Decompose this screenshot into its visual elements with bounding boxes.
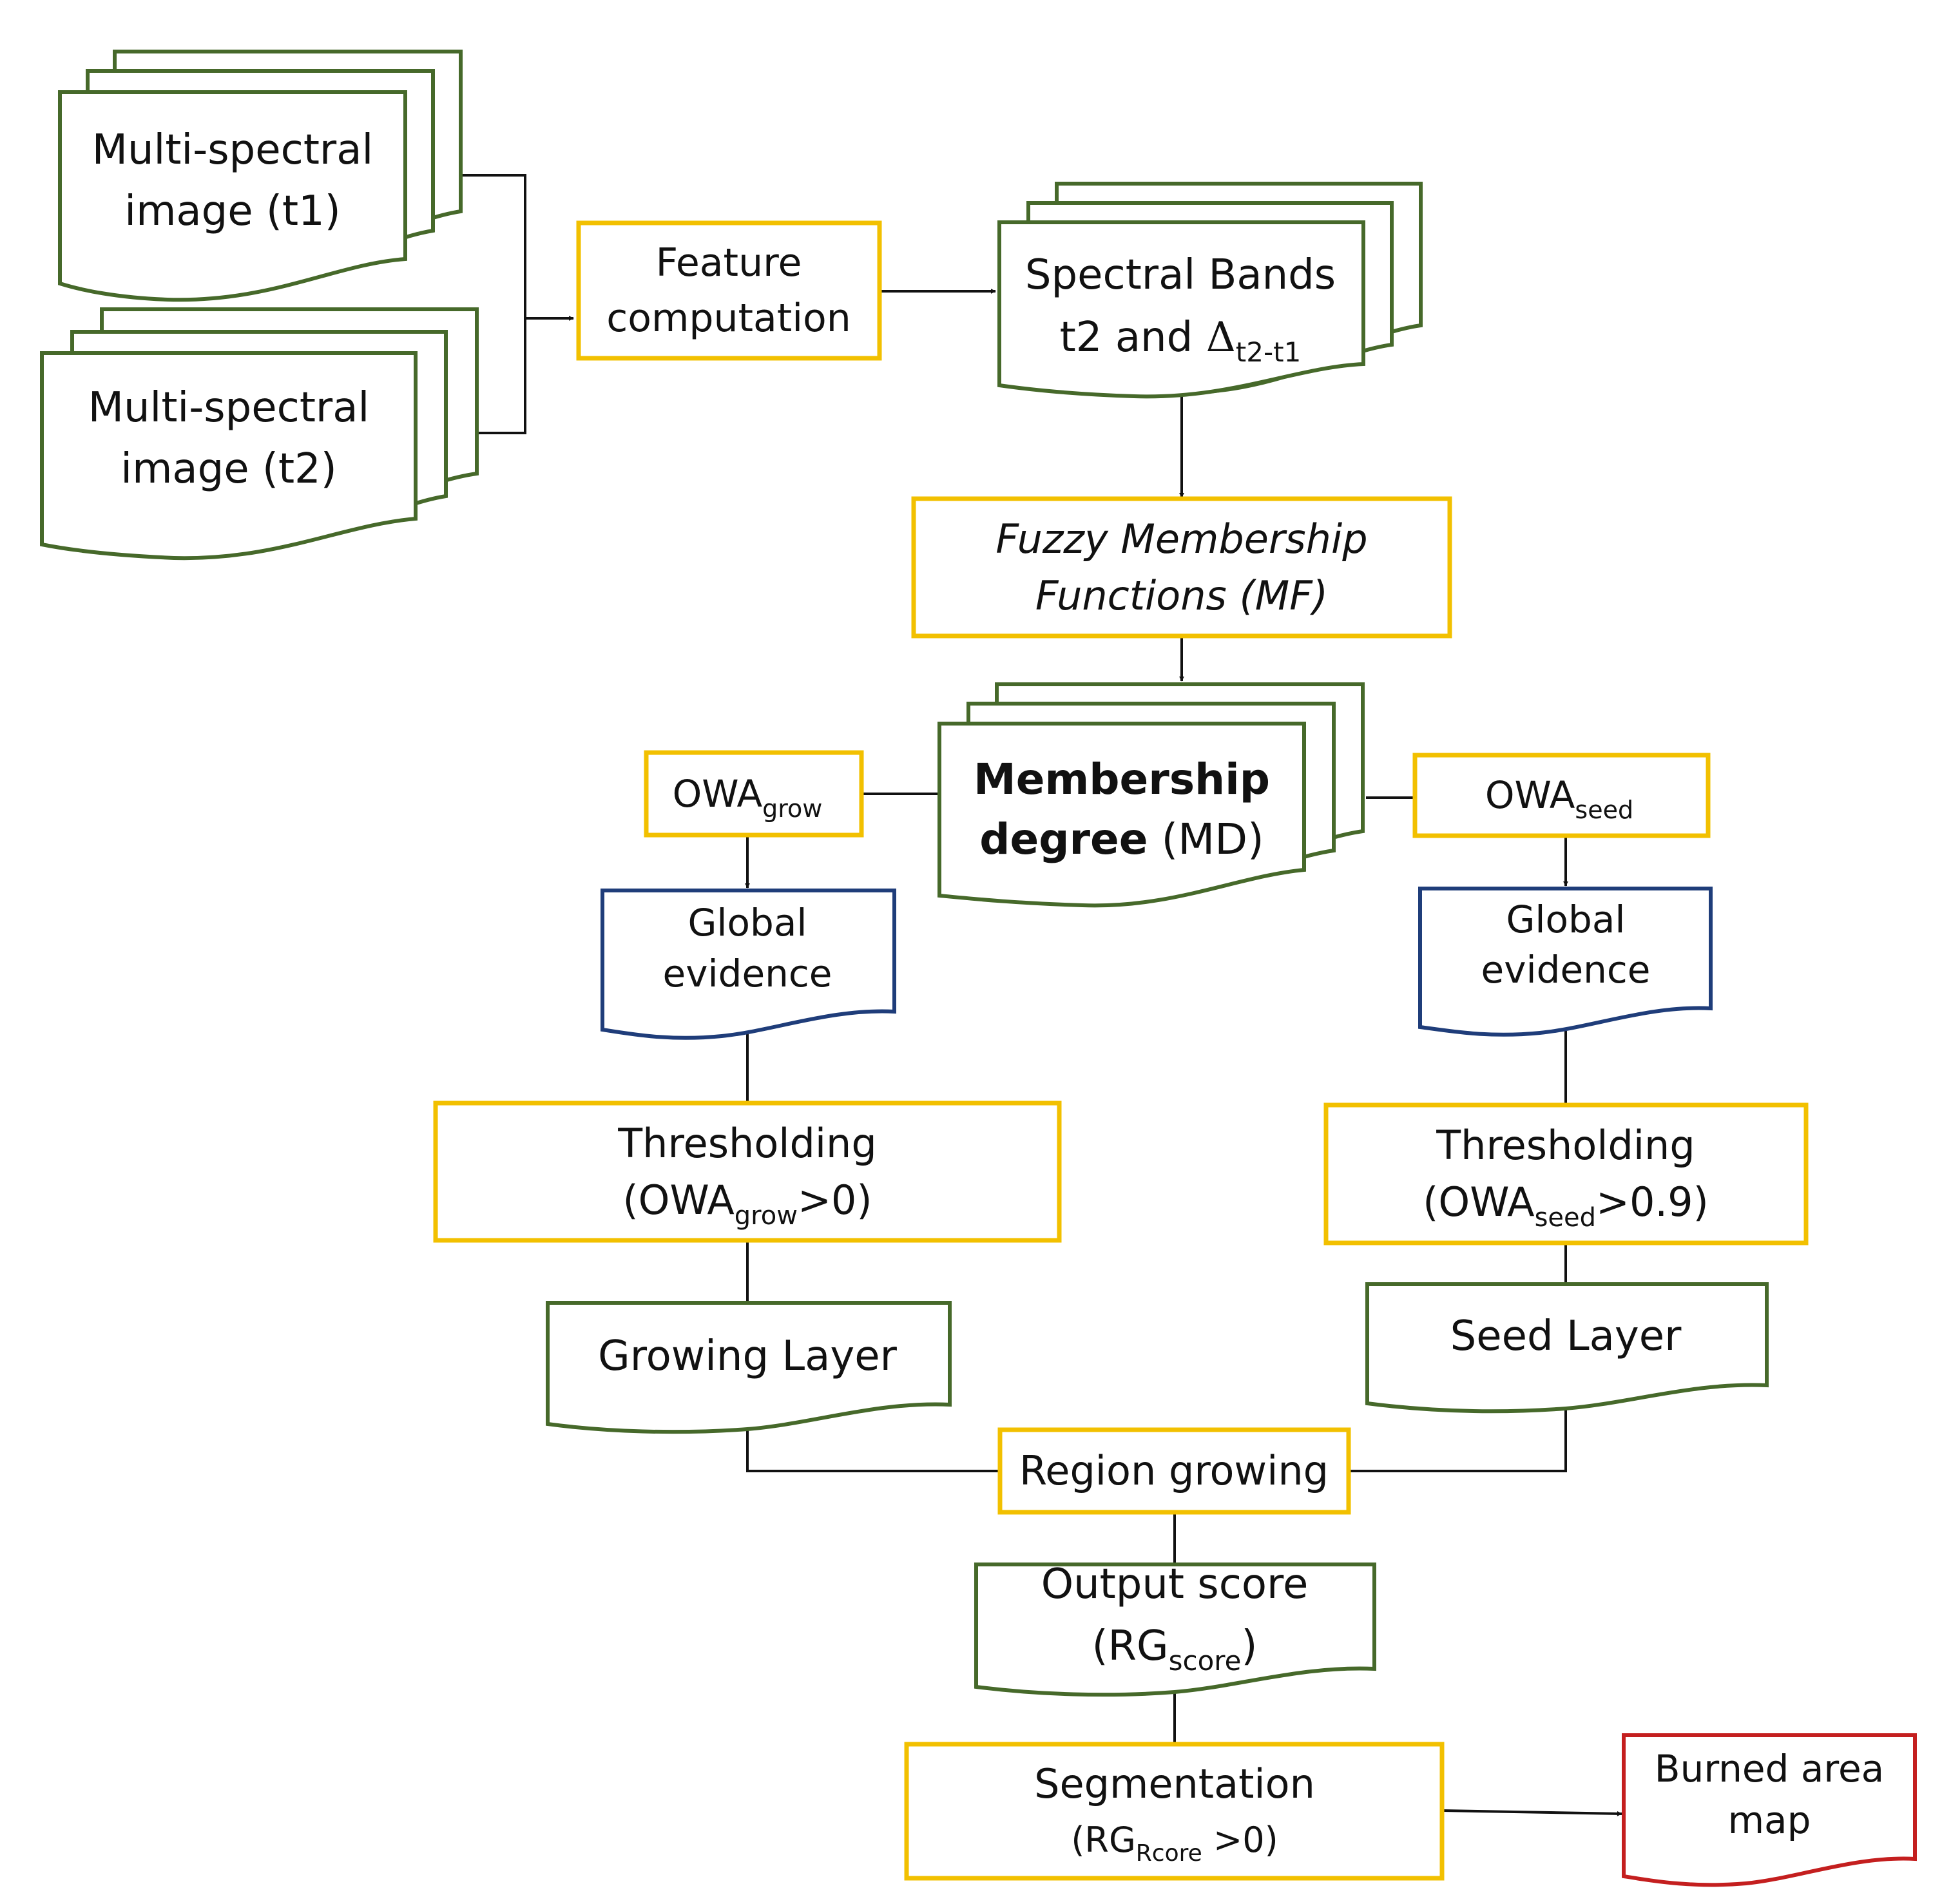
thresh-left-paren: (OWA — [622, 1177, 734, 1224]
global-evidence-right: Global evidence — [1418, 887, 1713, 1037]
seed-layer-label: Seed Layer — [1450, 1313, 1682, 1360]
output-line2: (RGscore) — [1092, 1622, 1258, 1677]
global-right-doc — [1418, 887, 1713, 1037]
region-label: Region growing — [1019, 1447, 1329, 1494]
segmentation-paren: (RG — [1071, 1820, 1135, 1860]
spectral-line1: Spectral Bands — [1025, 251, 1336, 299]
connectors — [457, 174, 1622, 1816]
global-left-line1: Global — [687, 901, 807, 945]
segmentation: Segmentation (RGRcore >0) — [904, 1742, 1445, 1881]
thresh-right-sub: seed — [1535, 1203, 1596, 1233]
thresh-left-box — [433, 1101, 1062, 1243]
thresh-right-box — [1323, 1102, 1809, 1245]
owa-grow-label: OWAgrow — [673, 772, 823, 823]
thresh-right-line1: Thresholding — [1436, 1122, 1695, 1169]
owa-grow: OWAgrow — [644, 750, 864, 838]
spectral-line2-text: t2 and — [1060, 314, 1206, 361]
mi2-line2: image (t2) — [120, 445, 336, 493]
mi1-line1: Multi-spectral — [92, 126, 373, 174]
owa-grow-base: OWA — [673, 772, 763, 816]
seed-layer-doc — [1365, 1282, 1769, 1414]
thresholding-left: Thresholding (OWAgrow>0) — [433, 1101, 1062, 1243]
burned-area-map: Burned area map — [1622, 1733, 1917, 1887]
growing-layer-label: Growing Layer — [598, 1332, 897, 1380]
spectral-line2: t2 and Δt2-t1 — [1060, 314, 1302, 368]
burned-doc — [1622, 1733, 1917, 1887]
seed-layer: Seed Layer — [1365, 1282, 1769, 1414]
output-score: Output score (RGscore) — [974, 1561, 1376, 1697]
owa-grow-sub: grow — [762, 794, 822, 823]
doc-stack-front — [40, 351, 418, 561]
global-right-line2: evidence — [1481, 948, 1651, 992]
md-line1: Membership — [974, 755, 1270, 804]
feature-computation: Feature computation — [576, 220, 882, 361]
fuzzy-box — [911, 496, 1452, 639]
output-sub: score — [1169, 1645, 1242, 1677]
segmentation-sub: Rcore — [1136, 1840, 1202, 1867]
thresh-left-line1: Thresholding — [617, 1120, 876, 1167]
fuzzy-line1: Fuzzy Membership — [995, 515, 1367, 563]
arrow-segmentation-to-burned — [1443, 1809, 1622, 1816]
doc-stack-front — [997, 220, 1365, 399]
connector-mi1-to-merge — [457, 174, 526, 318]
spectral-bands: Spectral Bands t2 and Δt2-t1 — [997, 182, 1423, 399]
thresh-right-cond: >0.9) — [1596, 1178, 1709, 1226]
feature-line1: Feature — [656, 240, 802, 285]
multispectral-image-t2: Multi-spectral image (t2) — [40, 307, 479, 561]
delta-subscript: t2-t1 — [1236, 336, 1302, 368]
thresh-left-cond: >0) — [798, 1177, 872, 1224]
global-evidence-left: Global evidence — [601, 889, 896, 1040]
region-growing: Region growing — [997, 1427, 1351, 1515]
thresh-left-line2: (OWAgrow>0) — [622, 1177, 872, 1231]
membership-degree: Membership degree (MD) — [937, 682, 1365, 908]
global-left-doc — [601, 889, 896, 1040]
fuzzy-line2: Functions (MF) — [1035, 572, 1328, 619]
burned-line2: map — [1728, 1798, 1811, 1842]
segmentation-line2: (RGRcore >0) — [1071, 1820, 1278, 1867]
burned-line1: Burned area — [1655, 1747, 1884, 1791]
feature-box — [576, 220, 882, 361]
connector-seed-to-region — [1349, 1398, 1567, 1472]
connector-mi2-to-merge — [477, 318, 526, 434]
multispectral-image-t1: Multi-spectral image (t1) — [58, 50, 463, 302]
output-line1: Output score — [1041, 1561, 1309, 1608]
owa-seed-box — [1412, 753, 1711, 838]
doc-stack-front — [937, 722, 1306, 908]
thresholding-right: Thresholding (OWAseed>0.9) — [1323, 1102, 1809, 1245]
segmentation-box — [904, 1742, 1445, 1881]
growing-layer: Growing Layer — [546, 1301, 952, 1434]
mi2-line1: Multi-spectral — [88, 384, 369, 432]
thresh-right-line2: (OWAseed>0.9) — [1423, 1178, 1709, 1233]
delta-symbol: Δ — [1206, 314, 1236, 361]
region-box — [997, 1427, 1351, 1515]
fuzzy-membership-functions: Fuzzy Membership Functions (MF) — [911, 496, 1452, 639]
mi1-line2: image (t1) — [124, 188, 340, 235]
feature-line2: computation — [606, 296, 851, 341]
owa-grow-box — [644, 750, 864, 838]
owa-seed: OWAseed — [1412, 753, 1711, 838]
doc-stack-front — [58, 90, 407, 302]
thresh-left-sub: grow — [735, 1201, 798, 1231]
global-right-line1: Global — [1506, 898, 1625, 941]
output-doc — [974, 1563, 1376, 1697]
thresh-right-paren: (OWA — [1423, 1178, 1534, 1226]
segmentation-line1: Segmentation — [1034, 1760, 1315, 1807]
md-line2-rest: (MD) — [1148, 814, 1264, 864]
owa-seed-base: OWA — [1485, 773, 1575, 817]
md-line2: degree (MD) — [979, 814, 1264, 864]
segmentation-cond: >0) — [1202, 1820, 1278, 1860]
owa-seed-sub: seed — [1575, 796, 1633, 824]
output-close: ) — [1241, 1622, 1257, 1670]
owa-seed-label: OWAseed — [1485, 773, 1633, 824]
md-line2-bold: degree — [979, 814, 1148, 864]
connector-growing-to-region — [746, 1418, 1000, 1472]
output-paren: (RG — [1092, 1622, 1169, 1670]
global-left-line2: evidence — [663, 952, 832, 995]
growing-layer-doc — [546, 1301, 952, 1434]
